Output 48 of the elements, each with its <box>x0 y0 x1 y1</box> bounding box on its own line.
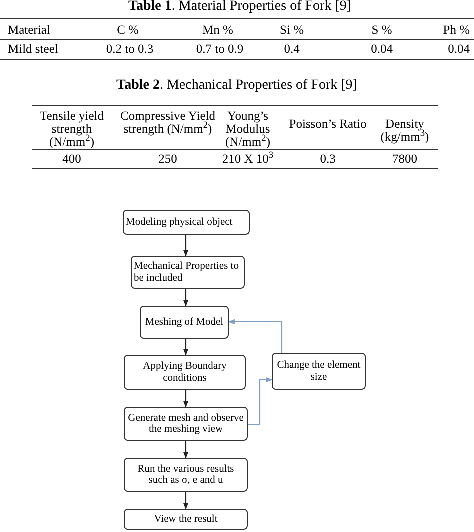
column-header: Density (kg/mm$^{3}$) <box>380 117 430 144</box>
process-box <box>140 306 229 339</box>
arrow <box>228 319 283 353</box>
column-header: Compressive Yield strength (N/mm$^{2}$) <box>120 109 216 136</box>
column-header: C % <box>117 23 139 37</box>
box-text: Run the various results such as σ, e and u <box>136 464 236 486</box>
arrow <box>183 289 189 307</box>
table-value: 0.04 <box>371 42 393 56</box>
table-value: 0.3 <box>320 152 336 166</box>
column-header: Poisson’s Ratio <box>289 117 367 131</box>
process-box <box>131 256 245 289</box>
table-value: 250 <box>158 152 178 166</box>
box-text: Modeling physical object <box>126 216 233 228</box>
process-box <box>124 355 246 390</box>
process-box <box>272 353 366 390</box>
table-value: 210 X 10$^{3}$ <box>222 152 274 166</box>
box-text: Applying Boundary conditions <box>142 361 228 384</box>
column-header: Ph % <box>443 23 470 37</box>
box-text: Meshing of Model <box>145 316 224 328</box>
table-value: Mild steel <box>8 42 58 56</box>
table-title: Table 2. Mechanical Properties of Fork [9] <box>116 78 358 93</box>
table-value: 0.2 to 0.3 <box>106 42 154 56</box>
column-header: Young’s Modulus (N/mm$^{2}$) <box>226 109 270 149</box>
box-text: View the result <box>154 514 218 526</box>
table-value: 7800 <box>392 152 418 166</box>
table-value: 0.4 <box>284 42 300 56</box>
column-header: Tensile yield strength (N/mm$^{2}$) <box>40 109 104 149</box>
box-text: Change the element size <box>276 360 362 383</box>
column-header: Si % <box>280 23 304 37</box>
arrow <box>183 339 189 356</box>
table-value: 400 <box>62 152 82 166</box>
box-text: Generate mesh and observe the meshing view <box>127 412 245 436</box>
column-header: S % <box>372 23 392 37</box>
box-text: Mechanical Properties to be included <box>134 261 240 284</box>
arrow <box>183 492 189 510</box>
arrow <box>183 441 189 459</box>
arrow <box>183 390 189 408</box>
column-header: Mn % <box>202 23 234 37</box>
table-title: Table 1. Material Properties of Fork [9] <box>128 0 352 14</box>
process-box <box>124 458 248 492</box>
table-value: 0.7 to 0.9 <box>196 42 244 56</box>
process-box <box>124 407 248 441</box>
arrow <box>183 235 189 257</box>
arrow <box>248 377 273 426</box>
process-box <box>124 509 248 530</box>
process-box <box>123 210 250 235</box>
column-header: Material <box>8 23 50 37</box>
table-value: 0.04 <box>448 42 470 56</box>
